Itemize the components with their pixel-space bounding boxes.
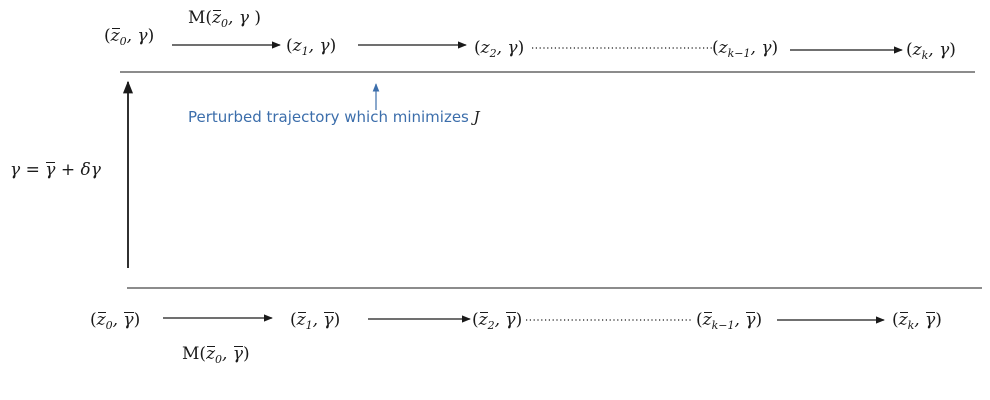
bottom-node-0: (z0, γ): [90, 310, 141, 332]
top-node-1: (z1, γ): [286, 36, 337, 58]
bottom-node-k: (zk, γ): [892, 310, 942, 332]
bottom-node-1: (z1, γ): [290, 310, 341, 332]
top-node-k-minus-1: (zk−1, γ): [712, 38, 779, 60]
top-node-k: (zk, γ): [906, 40, 956, 62]
perturbed-trajectory-note: Perturbed trajectory which minimizes J: [188, 108, 480, 126]
top-node-2: (z2, γ): [474, 38, 525, 60]
bottom-node-2: (z2, γ): [472, 310, 523, 332]
top-map-label: M(z0, γ ): [188, 8, 262, 30]
perturbation-equation: γ = γ + δγ: [10, 160, 101, 180]
bottom-node-k-minus-1: (zk−1, γ): [696, 310, 763, 332]
top-node-0: (z0, γ): [104, 26, 155, 48]
bottom-map-label: M(z0, γ): [182, 344, 250, 366]
